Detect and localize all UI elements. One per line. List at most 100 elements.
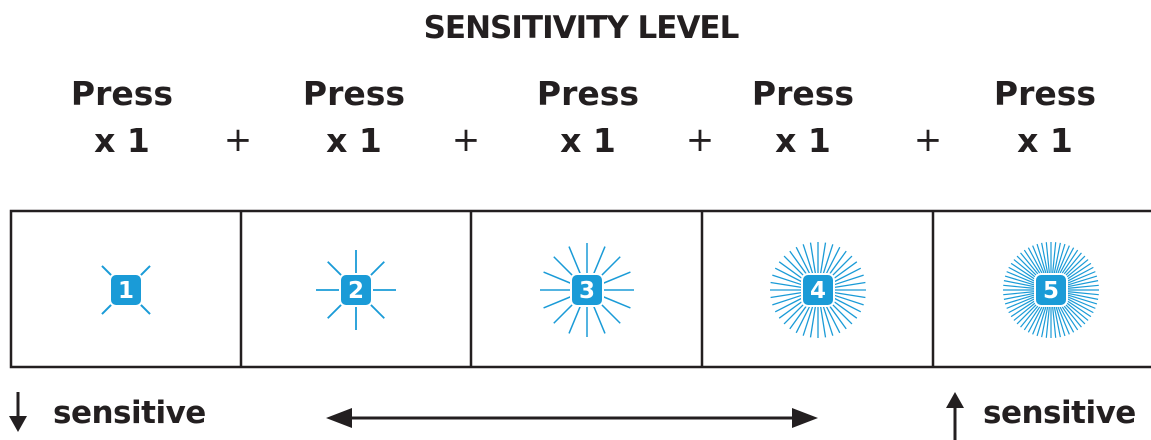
burst-ray	[1045, 242, 1051, 276]
press-group-5: Press x 1	[975, 70, 1115, 164]
burst-ray	[1063, 266, 1094, 284]
burst-ray	[1058, 302, 1079, 331]
less-sensitive-label: sensitive	[53, 395, 206, 431]
burst-ray	[1054, 304, 1066, 337]
burst-ray	[601, 295, 631, 309]
burst-ray	[1056, 245, 1070, 277]
burst-ray	[819, 305, 827, 338]
burst-ray	[1032, 245, 1046, 277]
level-badge	[801, 273, 835, 307]
burst-ray	[1063, 297, 1092, 318]
burst-ray	[597, 300, 621, 324]
press-count-2: x 1	[326, 121, 382, 160]
level-number: 5	[1043, 278, 1059, 304]
burst-ray	[822, 244, 834, 275]
burst-ray	[830, 261, 858, 282]
burst-ray	[802, 305, 814, 336]
level-number: 1	[118, 278, 134, 304]
burst-ray	[592, 304, 606, 334]
burst-ray	[1003, 290, 1037, 296]
burst-ray	[1004, 293, 1037, 305]
level-badge	[339, 273, 373, 307]
burst-ray	[1064, 295, 1096, 309]
burst-ray	[828, 300, 853, 325]
level-badge	[570, 273, 604, 307]
burst-ray	[543, 271, 573, 285]
burst-ray	[1036, 304, 1048, 337]
double-arrow-icon	[326, 408, 818, 428]
steps-frame	[9, 209, 1151, 369]
more-sensitive-label: sensitive	[983, 395, 1136, 431]
press-label-2: Press	[302, 74, 406, 113]
burst-ray	[822, 305, 834, 336]
burst-ray	[543, 295, 573, 309]
burst-ray	[1057, 302, 1075, 333]
burst-ray	[824, 303, 841, 334]
burst-ray	[1023, 249, 1044, 278]
burst-ray	[830, 298, 858, 319]
burst-ray	[1003, 284, 1037, 290]
burst-ray	[833, 281, 866, 289]
press-label-3: Press	[536, 74, 640, 113]
burst-ray	[1051, 242, 1057, 276]
plus-sign-1: +	[223, 120, 253, 160]
press-label-1: Press	[70, 74, 174, 113]
burst-ray	[826, 250, 847, 278]
burst-ray	[774, 267, 805, 284]
burst-ray	[1057, 247, 1075, 278]
burst-ray	[1003, 280, 1037, 288]
burst-ray	[1065, 280, 1099, 288]
burst-ray	[795, 303, 812, 334]
burst-ray	[1065, 293, 1098, 305]
press-group-4: Press x 1	[733, 70, 873, 164]
burst-ray	[1056, 303, 1070, 335]
burst-ray	[1065, 292, 1099, 300]
burst-ray	[1004, 275, 1037, 287]
burst-ray	[1064, 271, 1096, 285]
sensitivity-level-2-icon: 2	[316, 250, 396, 330]
burst-ray	[831, 296, 862, 313]
burst-ray	[770, 291, 803, 299]
burst-ray	[824, 246, 841, 277]
burst-ray	[1065, 284, 1099, 290]
burst-ray	[568, 304, 582, 334]
burst-ray	[833, 291, 866, 299]
burst-ray	[1063, 296, 1094, 314]
burst-ray	[1041, 242, 1049, 276]
level-number: 4	[810, 278, 826, 304]
burst-ray	[1006, 295, 1038, 309]
burst-ray	[1023, 302, 1044, 331]
burst-ray	[774, 296, 805, 313]
burst-ray	[601, 271, 631, 285]
burst-ray	[789, 302, 810, 330]
burst-ray	[1008, 266, 1039, 284]
plus-sign-4: +	[913, 120, 943, 160]
arrow-down-icon	[9, 392, 27, 432]
burst-ray	[1010, 262, 1039, 283]
burst-ray	[1058, 249, 1079, 278]
press-label-4: Press	[751, 74, 855, 113]
burst-ray	[795, 246, 812, 277]
burst-ray	[1008, 296, 1039, 314]
sensitivity-level-5-icon: 5	[1003, 242, 1099, 338]
burst-ray	[833, 274, 864, 286]
press-count-3: x 1	[560, 121, 616, 160]
burst-ray	[783, 300, 808, 325]
burst-ray	[778, 298, 806, 319]
burst-ray	[1032, 303, 1046, 335]
burst-ray	[1006, 271, 1038, 285]
arrow-up-icon	[946, 392, 964, 440]
sensitivity-level-3-icon: 3	[540, 243, 634, 337]
burst-ray	[1065, 275, 1098, 287]
burst-ray	[1054, 243, 1066, 276]
burst-ray	[1051, 304, 1057, 338]
press-group-3: Press x 1	[518, 70, 658, 164]
page-title: SENSITIVITY LEVEL	[423, 10, 740, 46]
burst-ray	[772, 274, 803, 286]
burst-ray	[1045, 304, 1051, 338]
plus-sign-2: +	[451, 120, 481, 160]
sensitivity-level-1-icon: 1	[101, 265, 151, 315]
burst-ray	[1010, 297, 1039, 318]
